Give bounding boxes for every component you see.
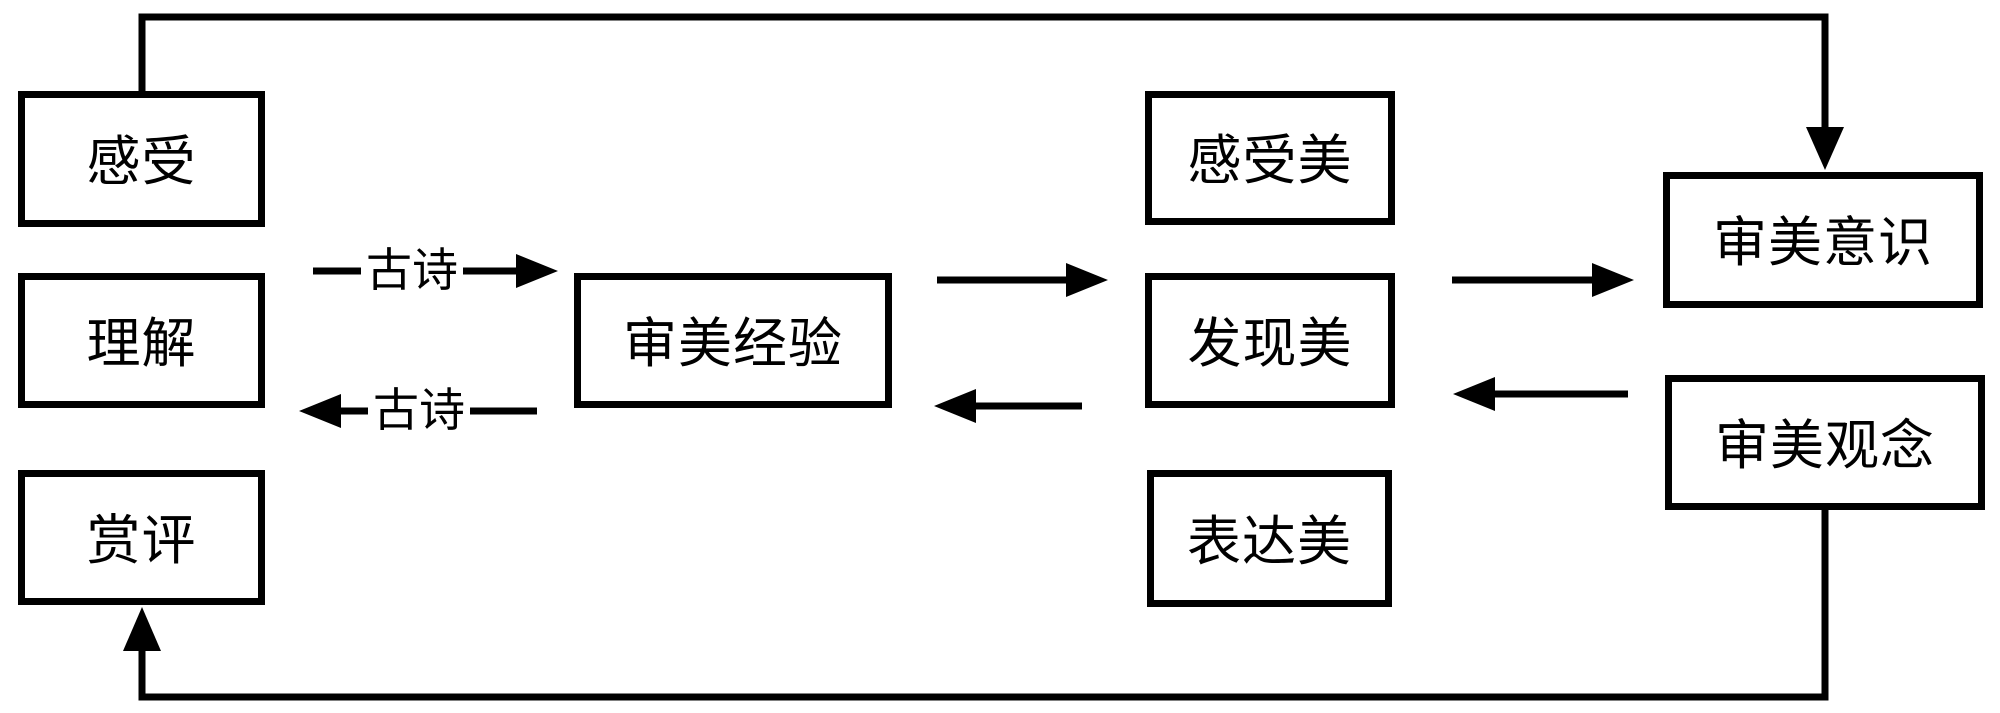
edge-label-gushi-top: 古诗	[361, 248, 463, 294]
arrowhead-right-into-shenmei-yishi	[1592, 263, 1634, 297]
edge-label-gushi-bottom: 古诗	[368, 388, 470, 434]
box-biaoda-mei: 表达美	[1147, 470, 1392, 607]
box-faxian-mei-label: 发现美	[1187, 313, 1353, 374]
edge-faxianmei-to-yishi	[1452, 263, 1634, 297]
edge-bottom-feedback-line	[138, 508, 1829, 701]
arrowhead-left-into-lijie	[299, 394, 341, 428]
edge-top-feedback	[138, 13, 1844, 170]
box-ganshou-mei: 感受美	[1145, 91, 1395, 225]
box-shangping: 赏评	[18, 470, 265, 605]
box-shenmei-guannian: 审美观念	[1665, 375, 1985, 510]
arrowhead-left-into-faxianmei	[1453, 377, 1495, 411]
edge-top-feedback-line	[138, 13, 1829, 130]
box-shangping-label: 赏评	[86, 510, 197, 571]
box-lijie-label: 理解	[86, 313, 197, 374]
box-ganshou: 感受	[18, 91, 265, 227]
box-lijie: 理解	[18, 273, 265, 408]
edge-guannian-to-faxianmei	[1453, 377, 1628, 411]
box-shenmei-jingyan: 审美经验	[574, 273, 892, 408]
box-shenmei-yishi: 审美意识	[1663, 172, 1983, 308]
box-ganshou-label: 感受	[86, 132, 197, 192]
edge-bottom-feedback	[123, 508, 1829, 701]
box-shenmei-jingyan-label: 审美经验	[623, 313, 843, 374]
box-faxian-mei: 发现美	[1145, 273, 1395, 408]
box-shenmei-yishi-label: 审美意识	[1713, 213, 1933, 273]
arrowhead-right-into-faxianmei	[1066, 263, 1108, 297]
edge-jingyan-to-faxianmei	[937, 263, 1108, 297]
arrowhead-up-into-shangping	[123, 607, 161, 651]
arrowhead-left-into-jingyan	[934, 389, 976, 423]
edge-faxianmei-to-jingyan	[934, 389, 1082, 423]
box-biaoda-mei-label: 表达美	[1187, 511, 1352, 572]
arrowhead-right-into-shenmei-jingyan	[516, 254, 558, 288]
box-shenmei-guannian-label: 审美观念	[1715, 415, 1935, 476]
box-ganshou-mei-label: 感受美	[1187, 131, 1353, 191]
arrowhead-down-into-shenmei-yishi	[1806, 127, 1844, 170]
